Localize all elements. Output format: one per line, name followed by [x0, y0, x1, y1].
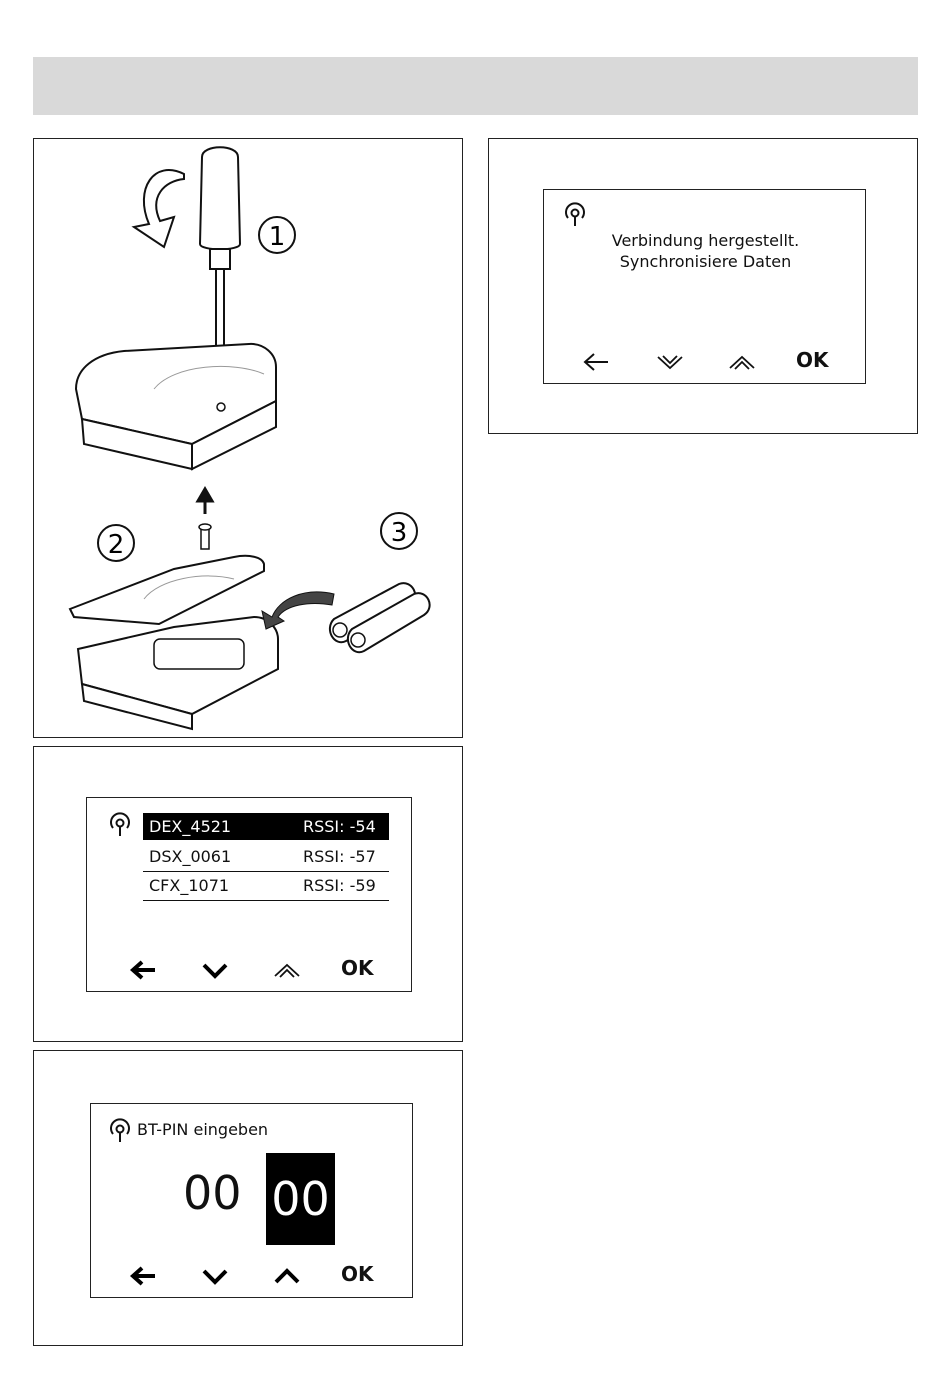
chevron-up-outline-icon[interactable]	[726, 350, 758, 374]
chevron-down-solid-icon[interactable]	[199, 958, 231, 982]
row-divider	[143, 900, 389, 901]
pin-title: BT-PIN eingeben	[137, 1120, 268, 1139]
chevron-down-outline-icon[interactable]	[654, 350, 686, 374]
bluetooth-signal-icon	[107, 1118, 133, 1144]
nav-bar: OK	[127, 1262, 387, 1290]
chevron-up-outline-icon[interactable]	[271, 958, 303, 982]
pin-digits-selected[interactable]: 00	[266, 1153, 335, 1245]
panel-install-illustration: 1 2 3	[33, 138, 463, 738]
curved-arrow-icon	[262, 592, 334, 629]
header-bar	[33, 57, 918, 115]
ok-button[interactable]: OK	[341, 956, 374, 980]
nav-bar: OK	[580, 348, 840, 376]
arrow-up-icon	[198, 489, 212, 514]
ok-button[interactable]: OK	[341, 1262, 374, 1286]
batteries-icon	[330, 583, 430, 652]
device-row[interactable]: DSX_0061 RSSI: -57	[143, 843, 389, 870]
display-screen: DEX_4521 RSSI: -54 DSX_0061 RSSI: -57 CF…	[86, 797, 412, 992]
arrow-left-solid-icon[interactable]	[127, 958, 159, 982]
message-line-2: Synchronisiere Daten	[564, 251, 847, 272]
device-row[interactable]: CFX_1071 RSSI: -59	[143, 872, 389, 899]
chevron-down-solid-icon[interactable]	[199, 1264, 231, 1288]
device-lid	[70, 556, 264, 624]
screwdriver-icon	[200, 147, 240, 249]
device-name: DSX_0061	[149, 843, 231, 870]
bluetooth-signal-icon	[107, 812, 133, 838]
device-row-selected[interactable]: DEX_4521 RSSI: -54	[143, 813, 389, 840]
display-screen: Verbindung hergestellt. Synchronisiere D…	[543, 189, 866, 384]
bluetooth-signal-icon	[562, 202, 588, 228]
step-1-label: 1	[269, 222, 286, 252]
device-name: DEX_4521	[149, 813, 231, 840]
display-screen: BT-PIN eingeben 00 00 OK	[90, 1103, 413, 1298]
arrow-left-solid-icon[interactable]	[127, 1264, 159, 1288]
device-rssi: RSSI: -57	[303, 843, 376, 870]
rotate-arrow-icon	[134, 170, 184, 247]
step-3-label: 3	[391, 518, 408, 548]
device-rssi: RSSI: -54	[303, 813, 376, 840]
pin-digits-left[interactable]: 00	[183, 1166, 242, 1220]
panel-device-list: DEX_4521 RSSI: -54 DSX_0061 RSSI: -57 CF…	[33, 746, 463, 1042]
nav-bar: OK	[127, 956, 387, 984]
step-2-label: 2	[108, 530, 125, 560]
chevron-up-solid-icon[interactable]	[271, 1264, 303, 1288]
message-line-1: Verbindung hergestellt.	[564, 230, 847, 251]
arrow-left-outline-icon[interactable]	[580, 350, 612, 374]
device-name: CFX_1071	[149, 872, 229, 899]
device-rssi: RSSI: -59	[303, 872, 376, 899]
connection-message: Verbindung hergestellt. Synchronisiere D…	[564, 230, 847, 272]
panel-connected: Verbindung hergestellt. Synchronisiere D…	[488, 138, 918, 434]
ok-button[interactable]: OK	[796, 348, 829, 372]
install-illustration: 1 2 3	[34, 139, 462, 737]
panel-pin-entry: BT-PIN eingeben 00 00 OK	[33, 1050, 463, 1346]
